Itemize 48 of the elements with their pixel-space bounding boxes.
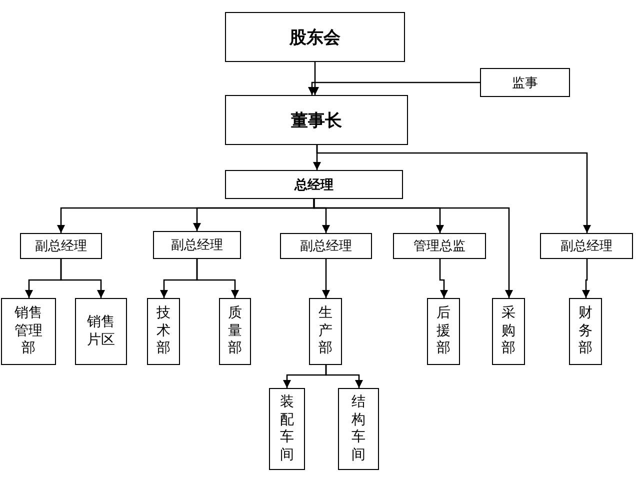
connector-arrow	[311, 62, 319, 95]
connector-arrow	[316, 145, 591, 233]
node-label: 股东会	[290, 26, 340, 48]
org-box	[280, 233, 372, 259]
node-label: 副总经理	[300, 238, 352, 255]
org-box	[75, 298, 127, 365]
org-box	[427, 298, 460, 365]
org-box	[569, 298, 602, 365]
org-box	[269, 388, 305, 470]
node-label: 监事	[512, 74, 538, 92]
node-label: 管理总监	[414, 238, 466, 255]
node-label: 销售管理部	[14, 305, 42, 358]
connector-arrow	[313, 199, 513, 298]
org-box	[1, 298, 56, 365]
org-box	[147, 298, 180, 365]
node-label: 质量部	[228, 305, 242, 358]
node-label: 采购部	[502, 305, 516, 358]
org-box	[492, 298, 525, 365]
org-box	[309, 298, 342, 365]
connector-arrow	[322, 259, 330, 298]
node-label: 结构车间	[352, 394, 366, 464]
org-box	[393, 233, 486, 259]
org-box	[225, 170, 403, 199]
node-label: 销售片区	[87, 314, 115, 349]
node-label: 副总经理	[560, 238, 612, 255]
connector-arrow	[439, 259, 448, 298]
node-label: 财务部	[578, 305, 592, 358]
node-label: 技术部	[156, 305, 170, 358]
org-box	[480, 68, 570, 97]
node-label: 总经理	[294, 176, 334, 194]
org-box	[20, 233, 102, 259]
org-box	[153, 231, 241, 259]
connector-arrow	[60, 259, 105, 298]
node-label: 装配车间	[280, 394, 294, 464]
connector-arrow	[196, 259, 239, 298]
node-label: 副总经理	[171, 237, 223, 254]
node-label: 副总经理	[35, 238, 87, 255]
connector-arrow	[582, 259, 590, 298]
org-box	[225, 12, 405, 62]
node-label: 后援部	[436, 305, 450, 358]
connector-arrow	[325, 365, 363, 388]
node-label: 董事长	[291, 110, 342, 132]
connector-arrow	[308, 82, 480, 95]
org-box	[219, 298, 251, 365]
org-box	[338, 388, 379, 470]
org-box	[225, 95, 408, 145]
org-box	[540, 233, 633, 259]
node-label: 生产部	[318, 305, 332, 358]
